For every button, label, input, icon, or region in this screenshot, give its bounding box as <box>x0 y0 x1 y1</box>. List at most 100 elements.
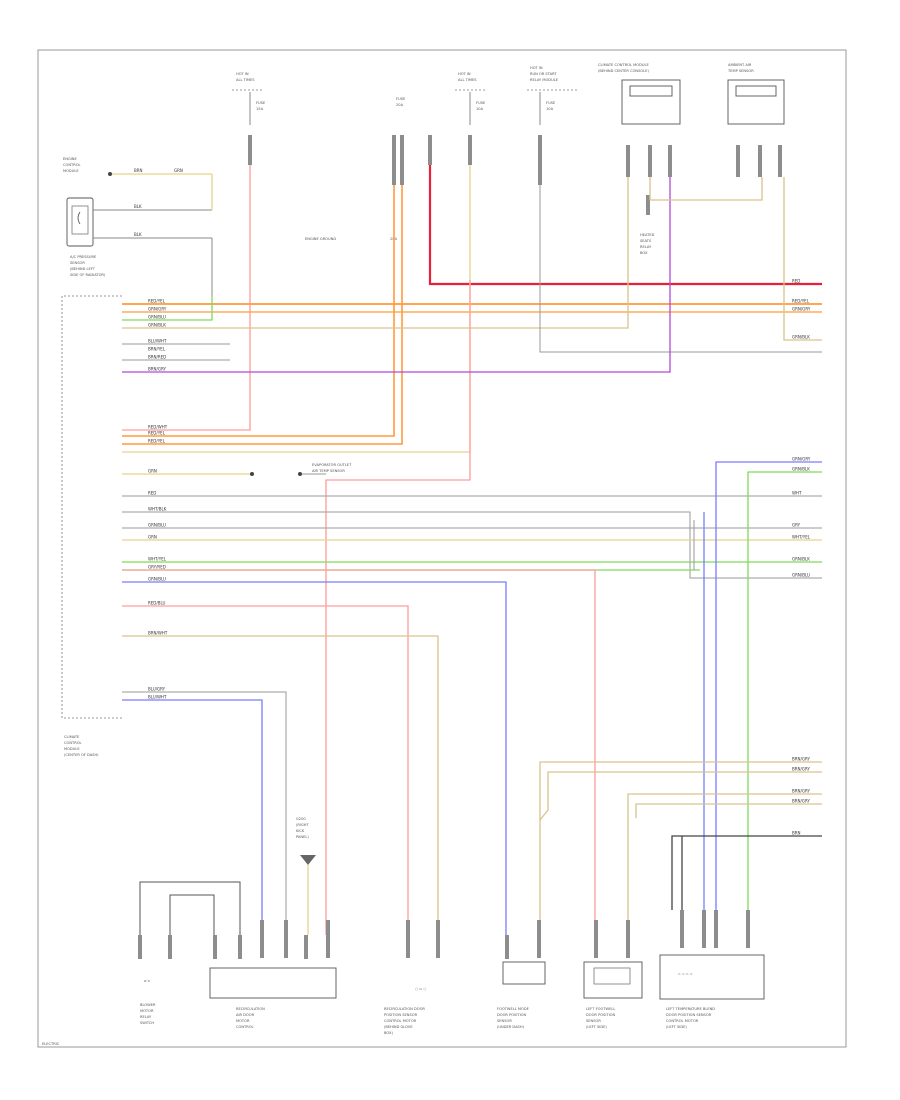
left_block-label-8: RED/WHT <box>148 425 168 430</box>
right_block-label-3: GRN/BLK <box>792 335 810 340</box>
wire-blue-bus <box>122 581 507 935</box>
left_block-label-17: GRY/RED <box>148 565 166 570</box>
svg-text:TEMP SENSOR: TEMP SENSOR <box>727 69 754 73</box>
svg-text:MOTOR: MOTOR <box>140 1009 154 1013</box>
svg-text:BOX: BOX <box>640 251 648 255</box>
sensor-tag-1: ENGINE <box>63 157 77 161</box>
left_block-label-11: GRN <box>148 469 157 474</box>
right_block-label-11: BRN/GRY <box>792 757 810 762</box>
temp-blend-motor: ⊂ ⊃ ⊂ ⊃ LEFT TEMPERATURE BLEND DOOR POSI… <box>659 910 765 1029</box>
main-module-label-4: (CENTER OF DASH) <box>64 753 99 757</box>
right_block-label-12: BRN/GRY <box>792 767 810 772</box>
svg-text:FUSE: FUSE <box>396 97 406 101</box>
svg-text:ALL TIMES: ALL TIMES <box>458 78 477 82</box>
left_block-label-19: RED/BLU <box>148 601 166 606</box>
wire-red-bus <box>122 605 409 920</box>
air-control-block: RECIRCULATION AIR DOOR MOTOR CONTROL <box>209 920 337 1029</box>
far-right-module: AMBIENT AIR TEMP SENSOR <box>727 63 785 177</box>
svg-text:(BEHIND CENTER CONSOLE): (BEHIND CENTER CONSOLE) <box>598 69 649 73</box>
wire-grey-bus-2 <box>122 511 822 579</box>
wire-group <box>122 165 822 935</box>
main-module-label-2: CONTROL <box>64 741 82 745</box>
wire-blue-low <box>122 699 263 920</box>
left-footwell-sensor: LEFT FOOTWELL DOOR POSITION SENSOR (LEFT… <box>583 920 643 1029</box>
right_block-label-0: RED <box>792 279 800 284</box>
left_block-label-22: BLU/WHT <box>148 695 167 700</box>
wire-pink-bus <box>122 569 596 920</box>
right_block-label-8: WHT/YEL <box>792 535 811 540</box>
wire-green-top <box>122 296 213 321</box>
ac-sensor-label-1: A/C PRESSURE <box>70 255 97 259</box>
svg-text:⊂ ⊃ ⊂ ⊃: ⊂ ⊃ ⊂ ⊃ <box>678 972 693 976</box>
wire-blue-r1 <box>715 461 822 910</box>
right_block-label-13: BRN/GRY <box>792 789 810 794</box>
left_block-label-10: RED/YEL <box>148 439 166 444</box>
g200-ground: G200 (RIGHT KICK PANEL) <box>296 817 316 935</box>
svg-text:SENSOR: SENSOR <box>497 1019 512 1023</box>
left_block-label-3: GRN/BLK <box>148 323 166 328</box>
left_block-label-9: RED/YEL <box>148 431 166 436</box>
aux-relay: HEATED SEATS RELAY BOX <box>640 195 655 255</box>
wire-tan-3 <box>783 177 822 341</box>
wire-violet <box>122 177 671 373</box>
right_block-label-14: BRN/GRY <box>792 799 810 804</box>
svg-text:(LEFT SIDE): (LEFT SIDE) <box>666 1025 687 1029</box>
wire-red-sensor <box>325 280 471 935</box>
svg-text:(RIGHT: (RIGHT <box>296 823 309 827</box>
svg-text:○ ▭ ○: ○ ▭ ○ <box>415 987 426 991</box>
svg-text:LEFT TEMPERATURE BLEND: LEFT TEMPERATURE BLEND <box>666 1007 715 1011</box>
svg-text:BOX): BOX) <box>384 1031 393 1035</box>
svg-text:CONTROL: CONTROL <box>236 1025 254 1029</box>
left_block-label-21: BLU/GRY <box>148 687 166 692</box>
svg-text:10A: 10A <box>546 107 554 111</box>
wire-orange-2 <box>122 185 403 445</box>
svg-text:AIR TEMP SENSOR: AIR TEMP SENSOR <box>312 469 345 473</box>
wire-label-tl-2: BLK <box>134 204 142 209</box>
fuse-run: HOT IN RUN OR START RELAY MODULE FUSE 10… <box>527 66 577 185</box>
left_block-label-7: BRN/GRY <box>148 367 166 372</box>
svg-text:AMBIENT AIR: AMBIENT AIR <box>728 63 752 67</box>
left_block-label-0: RED/YEL <box>148 299 166 304</box>
footwell-sensor: FOOTWELL MODE DOOR POSITION SENSOR (UNDE… <box>497 920 546 1029</box>
svg-text:HOT IN: HOT IN <box>530 66 543 70</box>
svg-text:SWITCH: SWITCH <box>140 1021 154 1025</box>
wire-red-thick <box>428 165 822 286</box>
left_block-label-5: BRN/YEL <box>148 347 166 352</box>
right_block-label-4: GRN/GRY <box>792 457 811 462</box>
svg-text:DOOR POSITION: DOOR POSITION <box>586 1013 615 1017</box>
wire-tan-2 <box>649 177 763 201</box>
diagram-frame <box>37 49 847 1048</box>
wire-tan-low-2 <box>539 771 822 821</box>
svg-text:SEATS: SEATS <box>640 239 652 243</box>
svg-text:20A: 20A <box>396 103 404 107</box>
left_block-label-6: BRN/RED <box>148 355 166 360</box>
svg-text:AIR DOOR: AIR DOOR <box>236 1013 255 1017</box>
right_block-label-6: WHT <box>792 491 802 496</box>
wire-tan-bus <box>122 635 439 920</box>
right_block-label-2: GRN/GRY <box>792 307 811 312</box>
svg-text:FUSE: FUSE <box>546 101 556 105</box>
wire-dark-low <box>671 835 822 910</box>
svg-text:RUN OR START: RUN OR START <box>530 72 557 76</box>
left_block-label-2: GRN/BLU <box>148 315 166 320</box>
svg-text:G200: G200 <box>296 817 306 821</box>
svg-text:EVAPORATOR OUTLET: EVAPORATOR OUTLET <box>312 463 352 467</box>
right_block-label-10: GRN/BLU <box>792 573 810 578</box>
svg-text:CONTROL MOTOR: CONTROL MOTOR <box>384 1019 417 1023</box>
left_block-label-15: GRN <box>148 535 157 540</box>
right_block-label-7: GRY <box>792 523 801 528</box>
right-wire-labels: REDRED/YELGRN/GRYGRN/BLKGRN/GRYGRN/BLKWH… <box>792 279 811 836</box>
svg-text:(BEHIND GLOVE: (BEHIND GLOVE <box>384 1025 413 1029</box>
wire-tan-low-3 <box>627 793 822 920</box>
wire-tan-low-4 <box>635 803 822 818</box>
wire-orange-1 <box>122 185 395 437</box>
ac-compressor-sensor: ENGINE CONTROL MODULE BRN GRN BLK BLK A/… <box>63 157 213 296</box>
svg-text:HEATED: HEATED <box>640 233 655 237</box>
svg-text:HOT IN: HOT IN <box>458 72 471 76</box>
wire-green-r1 <box>747 471 822 910</box>
wire-grey-low <box>122 691 287 920</box>
svg-text:ALL TIMES: ALL TIMES <box>236 78 255 82</box>
svg-text:DOOR POSITION: DOOR POSITION <box>497 1013 526 1017</box>
wire-label-tl-3: BLK <box>134 232 142 237</box>
